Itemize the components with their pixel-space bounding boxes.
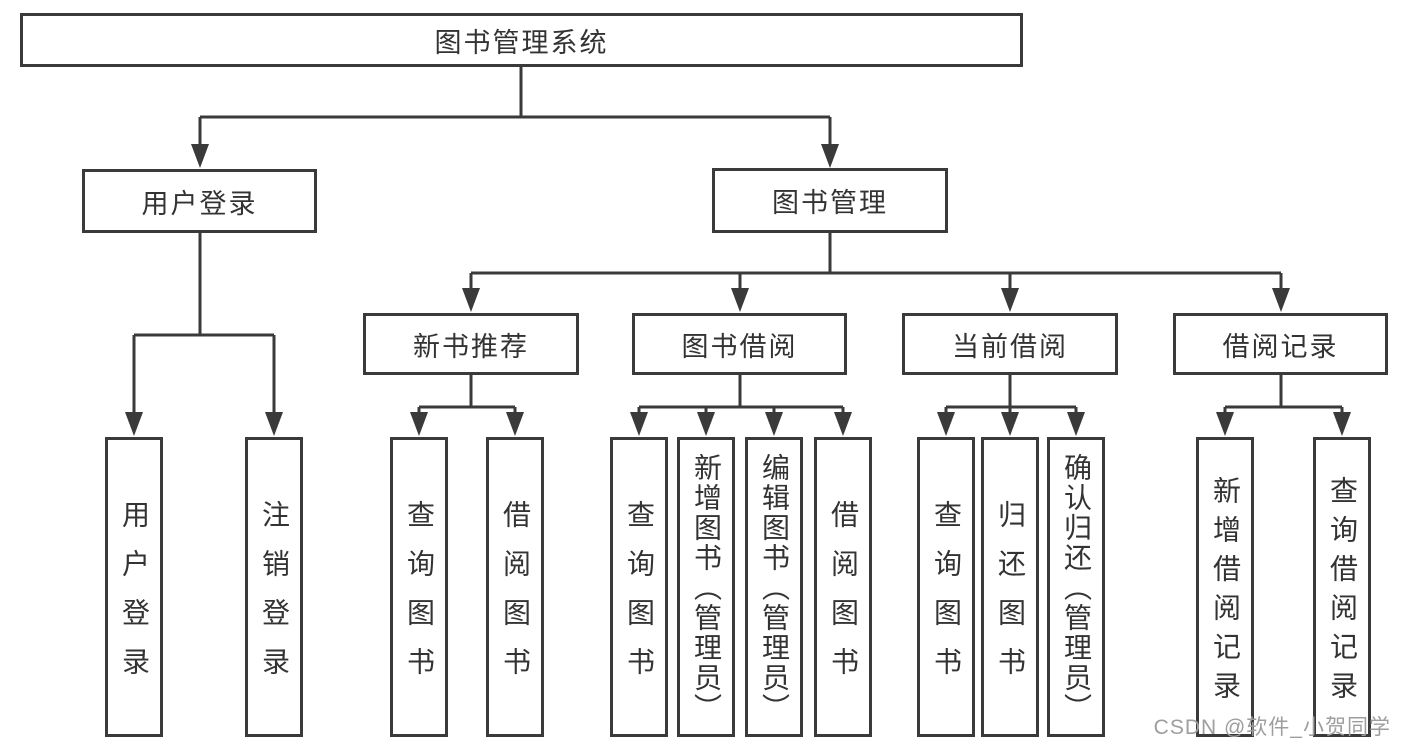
arrow-down-icon (125, 412, 143, 436)
arrow-down-icon (462, 288, 480, 312)
leaf-query-borrow-record: 查询借阅记录 (1313, 437, 1371, 737)
connector-borrow-to-leaves (637, 375, 845, 414)
arrow-down-icon (410, 412, 428, 436)
node-label: 确认归还（管理员） (1061, 453, 1092, 723)
csdn-watermark: CSDN @软件_小贺同学 (1153, 716, 1391, 739)
connector-root-to-level2 (198, 67, 832, 146)
node-label: 归还图书 (995, 499, 1026, 696)
node-label: 新增图书（管理员） (691, 453, 722, 723)
node-label: 当前借阅 (952, 331, 1068, 362)
node-label: 图书管理系统 (434, 27, 609, 58)
leaf-query-books-borrow: 查询图书 (610, 437, 668, 737)
arrow-down-icon (731, 288, 749, 312)
arrow-down-icon (1001, 412, 1019, 436)
arrow-down-icon (1216, 412, 1234, 436)
node-label: 图书借阅 (681, 331, 798, 362)
node-system-root: 图书管理系统 (20, 13, 1023, 67)
arrow-down-icon (506, 412, 524, 436)
arrow-down-icon (1333, 412, 1351, 436)
node-book-management: 图书管理 (712, 168, 948, 233)
node-label: 借阅记录 (1222, 331, 1339, 362)
node-label: 借阅图书 (500, 499, 531, 696)
connector-bookmgmt-to-level3 (469, 233, 1283, 290)
node-label: 用户登录 (141, 188, 258, 219)
node-label: 编辑图书（管理员） (759, 453, 790, 723)
leaf-edit-book-admin: 编辑图书（管理员） (745, 437, 803, 737)
node-label: 查询借阅记录 (1327, 475, 1358, 710)
leaf-query-books-current: 查询图书 (917, 437, 975, 737)
leaf-user-login: 用户登录 (105, 437, 163, 737)
node-user-login: 用户登录 (82, 169, 317, 233)
leaf-query-books-recommend: 查询图书 (390, 437, 448, 737)
arrow-down-icon (1067, 412, 1085, 436)
leaf-add-book-admin: 新增图书（管理员） (677, 437, 735, 737)
node-label: 查询图书 (624, 499, 655, 696)
arrow-down-icon (697, 412, 715, 436)
arrow-down-icon (630, 412, 648, 436)
connector-newbook-to-leaves (417, 375, 517, 414)
leaf-confirm-return-admin: 确认归还（管理员） (1047, 437, 1105, 737)
node-current-borrow: 当前借阅 (902, 313, 1118, 375)
node-label: 图书管理 (772, 188, 888, 218)
node-new-book-recommend: 新书推荐 (363, 313, 579, 375)
arrow-down-icon (834, 412, 852, 436)
arrow-down-icon (937, 412, 955, 436)
node-label: 查询图书 (404, 499, 435, 696)
leaf-borrow-books-recommend: 借阅图书 (486, 437, 544, 737)
node-borrow-records: 借阅记录 (1173, 313, 1388, 375)
node-label: 借阅图书 (828, 499, 859, 696)
leaf-borrow-books: 借阅图书 (814, 437, 872, 737)
arrow-down-icon (1272, 288, 1290, 312)
arrow-down-icon (265, 412, 283, 436)
arrowheads (125, 144, 1351, 436)
node-label: 新增借阅记录 (1210, 475, 1241, 710)
arrow-down-icon (191, 144, 209, 168)
leaf-logout: 注销登录 (245, 437, 303, 737)
leaf-add-borrow-record: 新增借阅记录 (1196, 437, 1254, 737)
node-label: 注销登录 (259, 499, 290, 696)
connector-current-to-leaves (944, 375, 1078, 414)
arrow-down-icon (765, 412, 783, 436)
node-label: 用户登录 (119, 499, 150, 696)
arrow-down-icon (821, 144, 839, 168)
leaf-return-book: 归还图书 (981, 437, 1039, 737)
arrow-down-icon (1001, 288, 1019, 312)
node-book-borrow: 图书借阅 (632, 313, 847, 375)
connector-login-to-leaves (132, 233, 276, 414)
connector-records-to-leaves (1223, 375, 1344, 414)
node-label: 查询图书 (931, 499, 962, 696)
node-label: 新书推荐 (413, 331, 529, 362)
